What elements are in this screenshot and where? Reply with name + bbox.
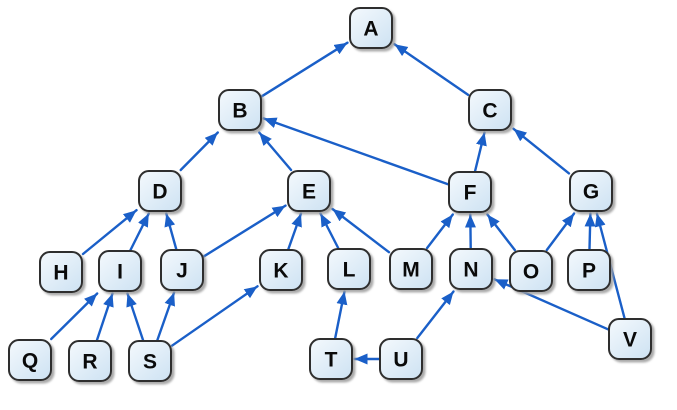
edge-K-E — [287, 212, 303, 251]
node-O[interactable]: O — [509, 250, 553, 292]
edge-L-E — [319, 212, 340, 250]
node-box[interactable] — [287, 170, 331, 212]
node-F[interactable]: F — [448, 171, 492, 213]
node-S[interactable]: S — [128, 340, 172, 382]
edge-J-E — [202, 204, 287, 258]
edge-layer — [50, 41, 626, 365]
node-J[interactable]: J — [160, 249, 204, 291]
node-box[interactable] — [128, 340, 172, 382]
edge-G-C — [512, 127, 571, 175]
node-box[interactable] — [448, 171, 492, 213]
edge-S-J — [156, 291, 176, 342]
node-box[interactable] — [309, 338, 353, 380]
edge-T-L — [334, 290, 348, 340]
node-H[interactable]: H — [39, 251, 83, 293]
node-N[interactable]: N — [449, 248, 493, 290]
edge-M-F — [425, 213, 454, 250]
edge-R-I — [95, 292, 114, 342]
edge-J-D — [164, 212, 178, 251]
node-box[interactable] — [160, 249, 204, 291]
node-box[interactable] — [8, 339, 52, 381]
edge-O-G — [545, 212, 576, 252]
edge-F-B — [262, 117, 450, 186]
edge-Q-I — [50, 292, 99, 341]
node-box[interactable] — [468, 89, 512, 131]
edge-B-A — [260, 41, 349, 98]
node-G[interactable]: G — [569, 170, 613, 212]
node-E[interactable]: E — [287, 170, 331, 212]
edge-S-I — [126, 292, 145, 342]
node-T[interactable]: T — [309, 338, 353, 380]
node-P[interactable]: P — [567, 249, 611, 291]
edge-H-D — [81, 208, 138, 256]
node-box[interactable] — [569, 170, 613, 212]
edge-U-N — [416, 290, 455, 340]
node-V[interactable]: V — [608, 318, 652, 360]
edge-P-G — [584, 212, 596, 251]
edge-D-B — [179, 131, 220, 172]
edge-C-A — [393, 43, 470, 97]
edge-F-C — [473, 131, 487, 173]
node-box[interactable] — [389, 248, 433, 290]
node-K[interactable]: K — [259, 249, 303, 291]
edge-M-E — [331, 207, 391, 254]
node-I[interactable]: I — [98, 250, 142, 292]
node-L[interactable]: L — [327, 248, 371, 290]
node-C[interactable]: C — [468, 89, 512, 131]
node-box[interactable] — [449, 248, 493, 290]
node-box[interactable] — [68, 340, 112, 382]
node-box[interactable] — [567, 249, 611, 291]
node-box[interactable] — [327, 248, 371, 290]
edge-I-D — [129, 212, 151, 252]
node-box[interactable] — [608, 318, 652, 360]
edge-E-B — [258, 131, 293, 172]
node-M[interactable]: M — [389, 248, 433, 290]
node-box[interactable] — [259, 249, 303, 291]
node-box[interactable] — [218, 89, 262, 131]
node-B[interactable]: B — [218, 89, 262, 131]
node-box[interactable] — [349, 7, 393, 49]
edge-S-K — [170, 285, 259, 347]
node-box[interactable] — [39, 251, 83, 293]
node-box[interactable] — [138, 170, 182, 212]
node-A[interactable]: A — [349, 7, 393, 49]
node-box[interactable] — [509, 250, 553, 292]
node-R[interactable]: R — [68, 340, 112, 382]
node-D[interactable]: D — [138, 170, 182, 212]
node-box[interactable] — [379, 338, 423, 380]
node-U[interactable]: U — [379, 338, 423, 380]
node-box[interactable] — [98, 250, 142, 292]
edge-O-F — [486, 213, 516, 252]
node-Q[interactable]: Q — [8, 339, 52, 381]
